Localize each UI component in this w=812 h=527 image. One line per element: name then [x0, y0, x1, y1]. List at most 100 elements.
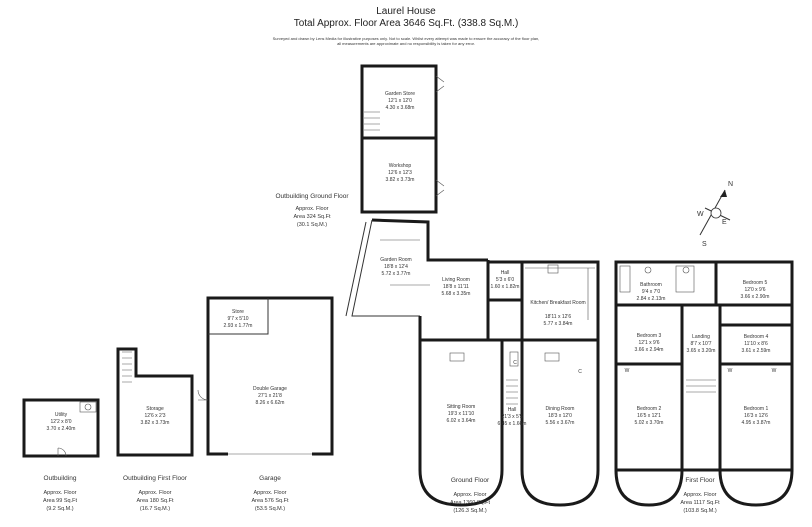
- first-floor-area: Area 1117 Sq.Ft: [680, 500, 720, 506]
- first-floor-area-label: Approx. Floor: [683, 492, 716, 498]
- outbuilding-first-area: Area 180 Sq.Ft: [137, 498, 174, 504]
- room-metric-kitchen: 5.77 x 3.84m: [544, 321, 573, 327]
- room-size-storage: 12'6 x 2'3: [144, 413, 165, 419]
- room-name-store: Store: [232, 309, 244, 315]
- room-name-storage: Storage: [146, 406, 164, 412]
- disclaimer-line-2: all measurements are approximate and no …: [337, 41, 475, 46]
- room-name-bathroom: Bathroom: [640, 282, 662, 288]
- compass-north: N: [728, 181, 733, 188]
- room-name-garden-room: Garden Room: [380, 257, 411, 263]
- room-name-living-room: Living Room: [442, 277, 470, 283]
- outbuilding-plan: Utility 12'2 x 8'0 3.70 x 2.40m: [22, 398, 100, 458]
- room-name-sitting-room: Sitting Room: [447, 404, 476, 410]
- room-metric-garden-room: 5.72 x 3.77m: [382, 271, 411, 277]
- cupboard-marker-dining: C: [578, 369, 582, 375]
- garage-plan: Store 9'7 x 5'10 2.93 x 1.77m Double Gar…: [197, 296, 334, 456]
- outbuilding-area-metric: (9.2 Sq.M.): [46, 506, 73, 512]
- ground-floor-area: Area 1360 Sq.Ft: [450, 500, 491, 506]
- room-size-utility: 12'2 x 8'0: [50, 419, 71, 425]
- cupboard-marker-hall: C: [513, 360, 517, 366]
- garage-area: Area 576 Sq.Ft: [252, 498, 289, 504]
- room-size-dining-room: 18'3 x 12'0: [548, 413, 572, 419]
- room-metric-garden-store: 4.30 x 3.68m: [386, 105, 415, 111]
- room-size-landing: 8'7 x 10'7: [690, 341, 711, 347]
- first-floor-area-metric: (103.8 Sq.M.): [683, 508, 716, 514]
- room-size-garden-room: 18'8 x 12'4: [384, 264, 408, 270]
- room-name-dining-room: Dining Room: [546, 406, 575, 412]
- compass-east: E: [722, 219, 727, 226]
- room-name-workshop: Workshop: [389, 163, 412, 169]
- room-name-hall-small: Hall: [501, 270, 510, 276]
- outbuilding-ground-title: Outbuilding Ground Floor: [276, 193, 350, 200]
- outbuilding-first-title: Outbuilding First Floor: [123, 475, 188, 482]
- ground-floor-plan: Living Room 18'8 x 11'11 5.68 x 3.35m Ga…: [345, 218, 600, 507]
- outbuilding-ground-area-metric: (30.1 Sq.M.): [297, 222, 327, 228]
- garage-title: Garage: [259, 475, 281, 482]
- room-metric-hall-small: 1.60 x 1.82m: [491, 284, 520, 290]
- ground-floor-title: Ground Floor: [451, 477, 490, 484]
- room-size-sitting-room: 19'3 x 11'10: [448, 411, 475, 417]
- outbuilding-first-area-metric: (16.7 Sq.M.): [140, 506, 170, 512]
- room-size-bedroom-5: 12'0 x 9'6: [744, 287, 765, 293]
- room-size-double-garage: 27'1 x 21'8: [258, 393, 282, 399]
- room-name-utility: Utility: [55, 412, 68, 418]
- room-metric-bedroom-2: 5.02 x 3.70m: [635, 420, 664, 426]
- room-size-bedroom-2: 16'5 x 12'1: [637, 413, 661, 419]
- room-metric-utility: 3.70 x 2.40m: [47, 426, 76, 432]
- room-metric-living-room: 5.68 x 3.35m: [442, 291, 471, 297]
- first-floor-plan: Bathroom 9'4 x 7'0 2.84 x 2.13m Bedroom …: [614, 260, 794, 507]
- room-metric-store: 2.93 x 1.77m: [224, 323, 253, 329]
- first-floor-title: First Floor: [685, 477, 715, 484]
- room-metric-hall: 6.45 x 1.66m: [498, 421, 527, 427]
- room-size-bedroom-1: 16'3 x 12'6: [744, 413, 768, 419]
- room-name-hall: Hall: [508, 407, 517, 413]
- room-metric-double-garage: 8.26 x 6.62m: [256, 400, 285, 406]
- room-name-bedroom-4: Bedroom 4: [744, 334, 769, 340]
- room-name-bedroom-1: Bedroom 1: [744, 406, 769, 412]
- room-size-garden-store: 12'1 x 12'0: [388, 98, 412, 104]
- room-size-bedroom-3: 12'1 x 9'6: [638, 340, 659, 346]
- room-metric-dining-room: 5.56 x 3.67m: [546, 420, 575, 426]
- wardrobe-marker-bedroom-2: W: [625, 368, 630, 374]
- room-name-garden-store: Garden Store: [385, 91, 415, 97]
- outbuilding-ground-floor-plan: Garden Store 12'1 x 12'0 4.30 x 3.68m Wo…: [360, 64, 445, 214]
- room-size-workshop: 12'6 x 12'3: [388, 170, 412, 176]
- disclaimer: Surveyed and drawn by Lens Media for ill…: [0, 36, 812, 46]
- room-metric-workshop: 3.82 x 3.73m: [386, 177, 415, 183]
- garage-area-label: Approx. Floor: [253, 490, 286, 496]
- room-metric-sitting-room: 6.02 x 3.64m: [447, 418, 476, 424]
- outbuilding-area-label: Approx. Floor: [43, 490, 76, 496]
- room-metric-bedroom-5: 3.66 x 2.90m: [741, 294, 770, 300]
- room-size-hall-small: 5'3 x 6'0: [496, 277, 515, 283]
- room-name-bedroom-5: Bedroom 5: [743, 280, 768, 286]
- room-metric-bedroom-1: 4.95 x 3.87m: [742, 420, 771, 426]
- room-name-double-garage: Double Garage: [253, 386, 287, 392]
- room-name-bedroom-2: Bedroom 2: [637, 406, 662, 412]
- garage-area-metric: (53.5 Sq.M.): [255, 506, 285, 512]
- room-metric-bedroom-3: 3.66 x 2.94m: [635, 347, 664, 353]
- room-size-bedroom-4: 11'10 x 8'6: [744, 341, 768, 347]
- room-metric-bathroom: 2.84 x 2.13m: [637, 296, 666, 302]
- room-name-bedroom-3: Bedroom 3: [637, 333, 662, 339]
- room-metric-storage: 3.82 x 3.73m: [141, 420, 170, 426]
- outbuilding-ground-area-label: Approx. Floor: [295, 206, 328, 212]
- room-size-living-room: 18'8 x 11'11: [443, 284, 469, 290]
- ground-floor-area-metric: (126.3 Sq.M.): [453, 508, 486, 514]
- outbuilding-ground-area: Area 324 Sq.Ft: [294, 214, 331, 220]
- room-metric-bedroom-4: 3.61 x 2.59m: [742, 348, 771, 354]
- room-size-kitchen: 18'11 x 12'6: [545, 314, 572, 320]
- compass-west: W: [697, 211, 704, 218]
- compass-south: S: [702, 241, 707, 248]
- room-size-bathroom: 9'4 x 7'0: [642, 289, 661, 295]
- room-name-kitchen: Kitchen/ Breakfast Room: [530, 300, 585, 306]
- outbuilding-first-floor-plan: Storage 12'6 x 2'3 3.82 x 3.73m: [116, 347, 194, 457]
- plan-title: Laurel House: [376, 6, 436, 17]
- outbuilding-title: Outbuilding: [44, 475, 77, 482]
- wardrobe-marker-bedroom-1b: W: [772, 368, 777, 374]
- room-metric-landing: 3.65 x 3.20m: [687, 348, 716, 354]
- disclaimer-line-1: Surveyed and drawn by Lens Media for ill…: [272, 36, 540, 41]
- room-size-store: 9'7 x 5'10: [227, 316, 248, 322]
- room-size-hall: 21'3 x 5'5: [501, 414, 522, 420]
- compass-icon: N S W E: [697, 181, 733, 248]
